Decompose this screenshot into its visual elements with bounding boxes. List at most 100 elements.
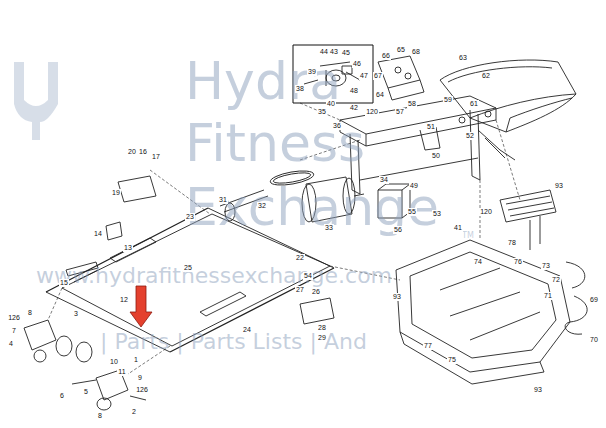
side-brackets bbox=[66, 176, 334, 324]
callout-number: 15 bbox=[59, 279, 69, 287]
callout-number: 20 bbox=[127, 148, 137, 156]
callout-number: 93 bbox=[533, 386, 543, 394]
callout-number: 3 bbox=[73, 310, 79, 318]
callout-number: 56 bbox=[393, 226, 403, 234]
drive-belt bbox=[269, 168, 314, 187]
callout-number: 27 bbox=[295, 286, 305, 294]
front-roller bbox=[220, 190, 268, 221]
callout-number: 62 bbox=[481, 72, 491, 80]
callout-number: 120 bbox=[365, 108, 379, 116]
drive-motor bbox=[302, 177, 364, 222]
callout-number: 32 bbox=[257, 202, 267, 210]
callout-number: 77 bbox=[423, 342, 433, 350]
callout-number: 22 bbox=[295, 254, 305, 262]
callout-number: 73 bbox=[541, 262, 551, 270]
callout-number: 26 bbox=[311, 288, 321, 296]
callout-number: 47 bbox=[359, 72, 369, 80]
callout-number: 28 bbox=[317, 324, 327, 332]
callout-number: 33 bbox=[324, 224, 334, 232]
callout-number: 8 bbox=[27, 309, 33, 317]
callout-number: 34 bbox=[379, 176, 389, 184]
watermark-text: TM bbox=[462, 232, 474, 240]
controller-board bbox=[378, 184, 410, 218]
callout-number: 58 bbox=[407, 100, 417, 108]
callout-number: 24 bbox=[242, 326, 252, 334]
callout-number: 93 bbox=[392, 293, 402, 301]
callout-number: 71 bbox=[543, 292, 553, 300]
callout-number: 31 bbox=[218, 196, 228, 204]
callout-number: 25 bbox=[183, 264, 193, 272]
callout-number: 4 bbox=[8, 340, 14, 348]
callout-number: 76 bbox=[513, 258, 523, 266]
callout-number: 7 bbox=[11, 327, 17, 335]
callout-number: 55 bbox=[407, 208, 417, 216]
callout-number: 51 bbox=[426, 123, 436, 131]
lift-bracket bbox=[500, 190, 556, 250]
callout-number: 68 bbox=[411, 48, 421, 56]
callout-number: 54 bbox=[303, 272, 313, 280]
callout-number: 38 bbox=[295, 85, 305, 93]
callout-number: 39 bbox=[307, 68, 317, 76]
callout-number: 69 bbox=[589, 296, 599, 304]
callout-number: 10 bbox=[109, 358, 119, 366]
assembly-lines bbox=[48, 103, 520, 374]
callout-number: 2 bbox=[131, 408, 137, 416]
rear-end-caps bbox=[24, 320, 146, 410]
callout-number: 52 bbox=[465, 132, 475, 140]
callout-number: 41 bbox=[453, 224, 463, 232]
base-frame bbox=[396, 240, 570, 384]
callout-number: 17 bbox=[151, 153, 161, 161]
callout-number: 50 bbox=[431, 152, 441, 160]
callout-number: 11 bbox=[117, 368, 126, 376]
callout-number: 12 bbox=[119, 296, 129, 304]
callout-number: 120 bbox=[479, 208, 493, 216]
callout-number: 46 bbox=[352, 60, 362, 68]
callout-number: 59 bbox=[443, 96, 453, 104]
callout-number: 61 bbox=[469, 100, 479, 108]
callout-number: 42 bbox=[349, 104, 359, 112]
callout-number: 35 bbox=[317, 108, 327, 116]
callout-number: 5 bbox=[83, 388, 89, 396]
callout-number: 13 bbox=[123, 244, 133, 252]
callout-number: 23 bbox=[185, 213, 195, 221]
callout-number: 9 bbox=[137, 374, 143, 382]
watermark-text: www.hydrafitnessexchange.com bbox=[36, 265, 392, 287]
callout-number: 49 bbox=[409, 182, 419, 190]
watermark-text: Hydra bbox=[185, 55, 341, 107]
upper-frame bbox=[340, 96, 515, 194]
watermark-logo bbox=[14, 62, 58, 140]
callout-number: 40 bbox=[326, 100, 336, 108]
callout-number: 70 bbox=[589, 336, 599, 344]
callout-number: 44 bbox=[319, 48, 329, 56]
callout-number: 45 bbox=[341, 49, 351, 57]
callout-number: 65 bbox=[396, 46, 406, 54]
callout-number: 64 bbox=[375, 91, 385, 99]
callout-number: 43 bbox=[329, 48, 339, 56]
callout-number: 6 bbox=[59, 392, 65, 400]
callout-number: 29 bbox=[317, 334, 327, 342]
callout-number: 63 bbox=[458, 54, 468, 62]
callout-number: 126 bbox=[7, 314, 21, 322]
callout-number: 74 bbox=[473, 258, 483, 266]
motor-hood bbox=[440, 60, 576, 132]
motor-bracket bbox=[378, 56, 424, 100]
callout-number: 57 bbox=[395, 108, 405, 116]
callout-number: 14 bbox=[93, 230, 103, 238]
callout-number: 66 bbox=[381, 52, 391, 60]
callout-number: 78 bbox=[507, 239, 517, 247]
callout-number: 93 bbox=[554, 182, 564, 190]
power-cord bbox=[565, 262, 587, 334]
callout-number: 126 bbox=[135, 386, 149, 394]
callout-number: 53 bbox=[432, 210, 442, 218]
callout-number: 16 bbox=[138, 148, 148, 156]
walking-deck bbox=[46, 208, 334, 352]
callout-number: 36 bbox=[332, 122, 342, 130]
callout-number: 48 bbox=[349, 87, 359, 95]
pointer-arrow bbox=[130, 286, 152, 327]
callout-number: 1 bbox=[133, 356, 139, 364]
callout-number: 19 bbox=[111, 189, 121, 197]
callout-number: 8 bbox=[97, 412, 103, 420]
inset-frame bbox=[293, 45, 373, 103]
